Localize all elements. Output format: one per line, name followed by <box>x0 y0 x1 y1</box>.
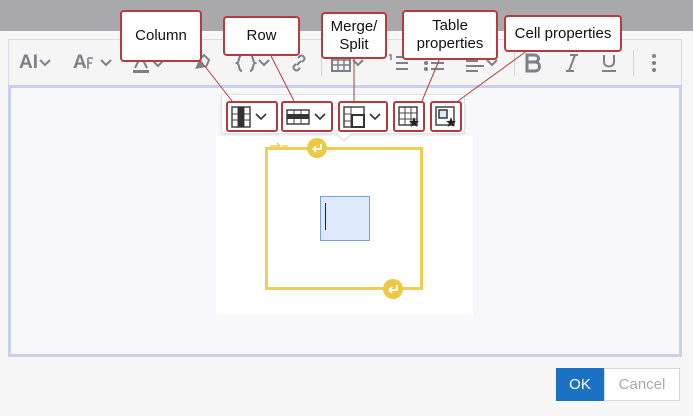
insert-paragraph-before-handle[interactable] <box>307 138 327 158</box>
underline-icon <box>602 55 616 72</box>
more-vertical-icon <box>652 54 656 72</box>
selected-table-cell[interactable] <box>320 196 370 241</box>
context-toolbar-arrow-fill <box>337 133 351 140</box>
return-arrow-icon <box>312 144 322 153</box>
table-properties-button[interactable] <box>393 101 425 132</box>
drag-handle-icon <box>270 142 288 147</box>
return-arrow-icon <box>388 285 398 294</box>
more-options-button[interactable] <box>651 52 657 74</box>
merge-split-dropdown-button[interactable] <box>338 101 388 132</box>
table-column-icon <box>231 105 251 128</box>
callout-cell-properties: Cell properties <box>504 15 622 52</box>
cell-properties-button[interactable] <box>430 101 462 132</box>
chevron-down-icon <box>255 112 267 120</box>
callout-merge-split: Merge/ Split <box>321 12 387 59</box>
chevron-down-icon <box>152 60 164 68</box>
callout-table-properties: Table properties <box>402 10 498 60</box>
merge-cells-icon <box>343 105 365 128</box>
italic-button[interactable] <box>565 52 579 74</box>
table-properties-icon <box>398 105 419 127</box>
cell-properties-icon <box>435 105 456 127</box>
row-dropdown-button[interactable] <box>281 101 333 132</box>
link-icon <box>292 54 306 72</box>
font-size-superscript-icon <box>86 57 93 69</box>
callout-row: Row <box>223 16 300 56</box>
toolbar-divider <box>321 50 322 76</box>
cancel-button[interactable]: Cancel <box>604 368 680 401</box>
chevron-down-icon <box>352 59 364 67</box>
chevron-down-icon <box>258 59 270 67</box>
toolbar-divider <box>633 50 634 76</box>
chevron-down-icon <box>39 59 51 67</box>
chevron-down-icon <box>314 112 326 120</box>
bold-button[interactable] <box>525 52 541 74</box>
toolbar-divider <box>514 50 515 76</box>
italic-icon <box>566 54 578 72</box>
column-dropdown-button[interactable] <box>226 101 278 132</box>
ai-button[interactable]: AI <box>19 52 52 74</box>
code-button[interactable] <box>235 52 271 74</box>
chevron-down-icon <box>100 59 112 67</box>
ai-label: AI <box>19 52 38 73</box>
bold-icon <box>525 53 541 73</box>
ok-button[interactable]: OK <box>556 368 604 401</box>
braces-icon <box>235 54 257 72</box>
table-drag-handle[interactable] <box>268 140 290 148</box>
font-size-label: A <box>73 52 87 73</box>
font-size-button[interactable]: A <box>73 52 113 74</box>
text-cursor <box>325 203 326 230</box>
underline-button[interactable] <box>601 52 617 74</box>
chevron-down-icon <box>369 112 381 120</box>
callout-column: Column <box>120 10 202 62</box>
table-row-icon <box>286 108 310 125</box>
insert-paragraph-after-handle[interactable] <box>383 279 403 299</box>
